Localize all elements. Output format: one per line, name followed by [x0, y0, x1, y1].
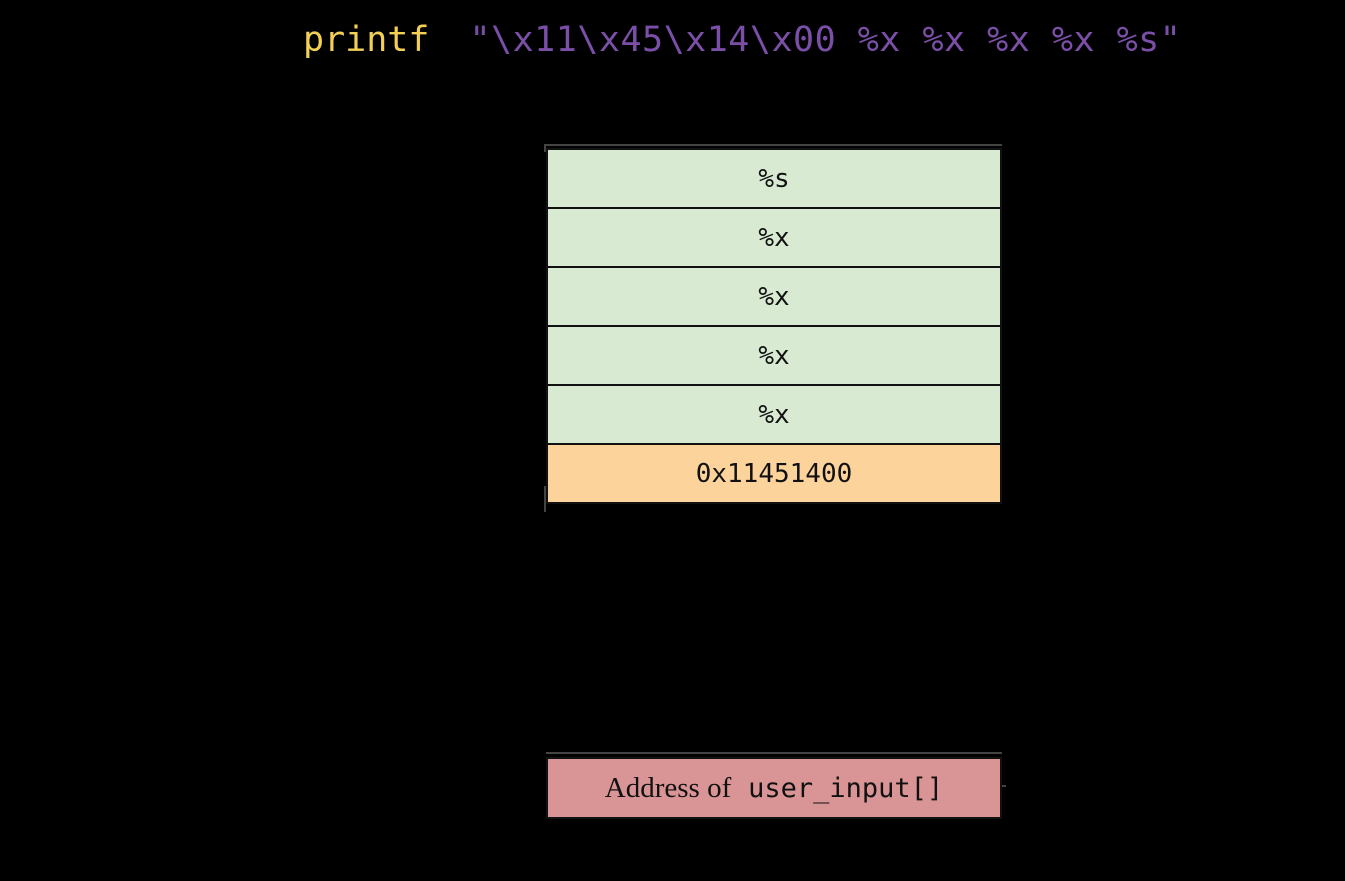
stack-cell-format-x-3: %x	[546, 266, 1002, 327]
stack-cell-format-x-1: %x	[546, 384, 1002, 445]
user-input-variable: user_input[]	[748, 772, 944, 804]
stack-left-tick-top	[544, 144, 546, 152]
cell-label: %s	[758, 163, 790, 194]
stack-left-tick-bottom	[544, 486, 546, 512]
cell-label: %x	[758, 222, 790, 253]
input-top-tick	[546, 752, 1002, 754]
user-input-prefix: Address of	[604, 771, 732, 804]
cell-label: %x	[758, 399, 790, 430]
printf-function-name: printf	[303, 20, 430, 60]
cell-label: %x	[758, 281, 790, 312]
stack-cell-format-s: %s	[546, 148, 1002, 209]
stack-cell-format-x-4: %x	[546, 207, 1002, 268]
stack-frame: %s %x %x %x %x 0x11451400	[546, 148, 1002, 504]
cell-label: %x	[758, 340, 790, 371]
cell-label: 0x11451400	[695, 458, 853, 489]
stack-cell-address: 0x11451400	[546, 443, 1002, 504]
printf-call: printf "\x11\x45\x14\x00 %x %x %x %x %s"	[303, 18, 1181, 62]
stack-top-tick	[546, 144, 1002, 146]
input-right-tick	[1002, 785, 1006, 787]
user-input-address-box: Address of user_input[]	[546, 757, 1002, 819]
stack-cell-format-x-2: %x	[546, 325, 1002, 386]
format-string: "\x11\x45\x14\x00 %x %x %x %x %s"	[469, 20, 1182, 60]
